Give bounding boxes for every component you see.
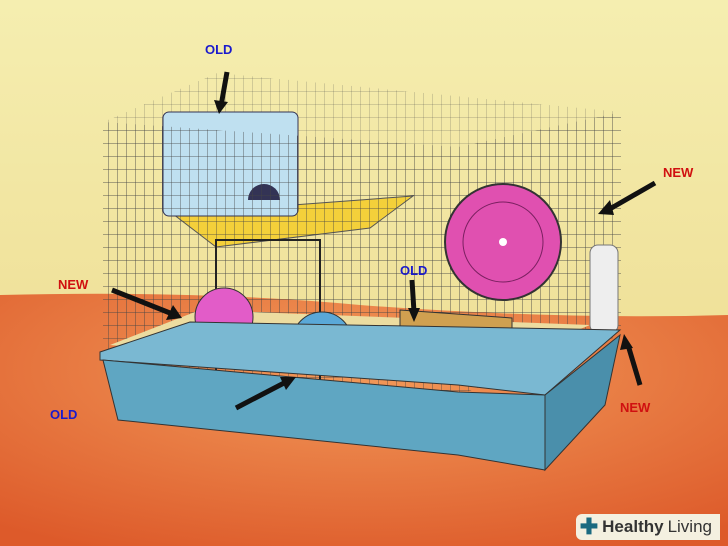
arrows bbox=[111, 71, 657, 411]
label-new-ball: NEW bbox=[58, 277, 89, 292]
plus-leaf-icon: ✚ bbox=[579, 514, 599, 539]
logo-brand-light: Living bbox=[667, 517, 712, 536]
water-bottle bbox=[589, 244, 619, 334]
label-old-top-house: OLD bbox=[205, 42, 233, 57]
label-new-water-bottle: NEW bbox=[620, 400, 651, 415]
label-new-wheel: NEW bbox=[663, 165, 694, 180]
logo-brand-bold: Healthy bbox=[602, 517, 664, 536]
label-old-wooden-house: OLD bbox=[400, 263, 428, 278]
healthy-living-logo: ✚ Healthy Living bbox=[575, 514, 720, 540]
label-old-bedding: OLD bbox=[50, 407, 78, 422]
